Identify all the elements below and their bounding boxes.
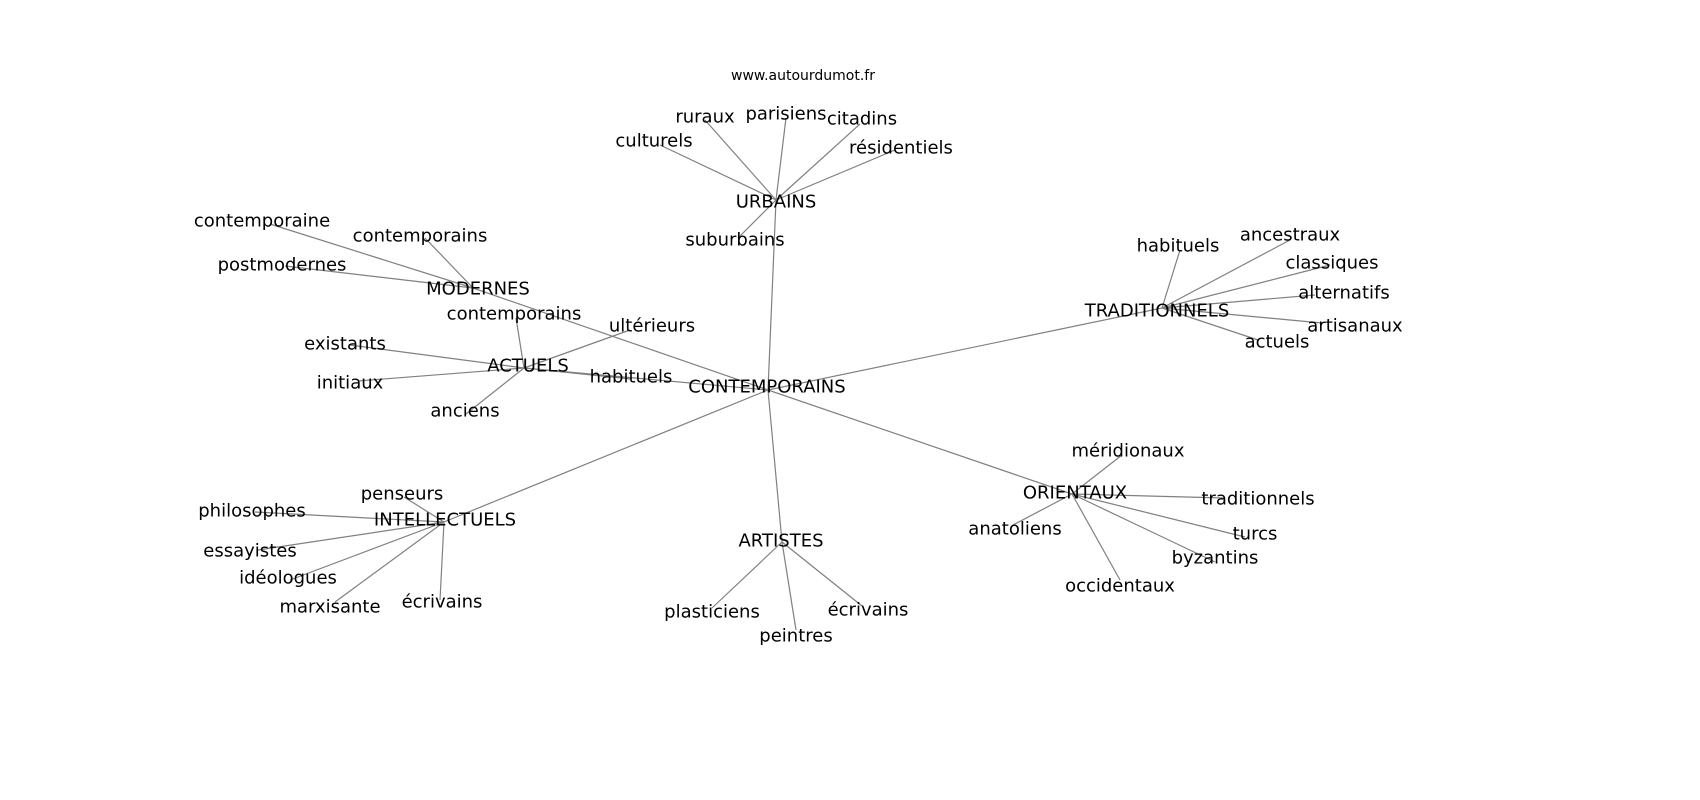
node-essayistes[interactable]: essayistes (203, 540, 297, 562)
node-ancestraux[interactable]: ancestraux (1239, 224, 1341, 246)
node-meridionaux[interactable]: méridionaux (1071, 440, 1185, 462)
node-traditionnels_o[interactable]: traditionnels (1201, 488, 1315, 510)
edge-traditionnels_c-habituels_t (1161, 249, 1181, 309)
edge-artistes-plasticiens (711, 541, 783, 609)
edge-orientaux-byzantins (1071, 493, 1216, 563)
edge-urbains-residentiels (775, 149, 896, 201)
edge-orientaux-turcs (1071, 493, 1246, 538)
edge-actuels_c-habituels_a (523, 367, 632, 380)
edge-traditionnels_c-classiques (1161, 264, 1331, 309)
edge-artistes-ecrivains_a (781, 541, 863, 607)
edge-urbains-suburbains (737, 199, 777, 239)
edge-actuels_c-existants (349, 344, 525, 369)
edge-modernes-postmodernes (284, 265, 474, 289)
node-penseurs[interactable]: penseurs (360, 483, 444, 505)
node-contemporains_c[interactable]: CONTEMPORAINS (688, 376, 846, 398)
edge-artistes-peintres (781, 541, 797, 631)
node-contemporains_a[interactable]: contemporains (446, 303, 582, 325)
node-suburbains[interactable]: suburbains (685, 229, 785, 251)
edge-contemporains_c-urbains (767, 199, 777, 391)
node-orientaux[interactable]: ORIENTAUX (1022, 482, 1128, 504)
edge-orientaux-anatoliens (1012, 493, 1073, 526)
edge-urbains-culturels (659, 144, 777, 201)
edge-intellectuels-ideologues (289, 521, 445, 581)
node-intellectuels[interactable]: INTELLECTUELS (373, 509, 517, 531)
edge-traditionnels_c-artisanaux (1161, 307, 1323, 324)
edge-contemporains_c-artistes (767, 389, 783, 543)
edge-modernes-contemporaine (269, 223, 474, 289)
node-parisiens[interactable]: parisiens (745, 103, 827, 125)
edge-actuels_c-anciens (465, 367, 525, 415)
edge-contemporains_c-modernes (472, 287, 769, 391)
node-ruraux[interactable]: ruraux (675, 106, 735, 128)
node-ecrivains_i[interactable]: écrivains (401, 591, 483, 613)
node-habituels_a[interactable]: habituels (589, 366, 673, 388)
node-artisanaux[interactable]: artisanaux (1307, 315, 1403, 337)
node-contemporains_m[interactable]: contemporains (352, 225, 488, 247)
node-byzantins[interactable]: byzantins (1171, 547, 1259, 569)
node-classiques[interactable]: classiques (1285, 252, 1379, 274)
node-philosophes[interactable]: philosophes (198, 500, 306, 522)
node-artistes[interactable]: ARTISTES (738, 530, 824, 552)
node-peintres[interactable]: peintres (759, 625, 833, 647)
node-actuels_c[interactable]: ACTUELS (487, 355, 569, 377)
edge-intellectuels-ecrivains_i (439, 521, 445, 601)
edge-contemporains_c-orientaux (767, 389, 1073, 495)
edge-contemporains_c-intellectuels (443, 389, 769, 523)
node-modernes[interactable]: MODERNES (426, 278, 530, 300)
node-postmodernes[interactable]: postmodernes (217, 254, 347, 276)
edge-intellectuels-penseurs (403, 496, 445, 523)
node-ecrivains_a[interactable]: écrivains (827, 599, 909, 621)
edge-orientaux-occidentaux (1071, 493, 1121, 581)
node-anciens[interactable]: anciens (430, 400, 500, 422)
node-ideologues[interactable]: idéologues (239, 567, 337, 589)
edge-orientaux-meridionaux (1071, 454, 1123, 495)
node-contemporaine[interactable]: contemporaine (193, 210, 331, 232)
node-alternatifs[interactable]: alternatifs (1298, 282, 1390, 304)
node-actuels_t[interactable]: actuels (1244, 331, 1310, 353)
node-urbains[interactable]: URBAINS (735, 191, 817, 213)
edge-traditionnels_c-alternatifs (1161, 294, 1316, 309)
node-residentiels[interactable]: résidentiels (849, 137, 953, 159)
edge-traditionnels_c-ancestraux (1161, 239, 1291, 309)
node-marxisante[interactable]: marxisante (279, 596, 381, 618)
edge-contemporains_c-traditionnels_c (767, 307, 1163, 391)
edge-traditionnels_c-actuels_t (1161, 307, 1259, 341)
node-citadins[interactable]: citadins (826, 108, 898, 130)
edge-urbains-citadins (775, 123, 861, 201)
node-initiaux[interactable]: initiaux (316, 372, 384, 394)
node-existants[interactable]: existants (304, 333, 386, 355)
node-turcs[interactable]: turcs (1232, 523, 1278, 545)
node-ulterieurs[interactable]: ultérieurs (608, 315, 696, 337)
edge-actuels_c-contemporains_a (515, 317, 525, 369)
edge-actuels_c-initiaux (357, 367, 525, 382)
node-traditionnels_c[interactable]: TRADITIONNELS (1084, 300, 1230, 322)
edge-intellectuels-essayistes (257, 521, 445, 551)
node-occidentaux[interactable]: occidentaux (1065, 575, 1175, 597)
edge-orientaux-traditionnels_o (1071, 493, 1226, 499)
node-culturels[interactable]: culturels (615, 130, 693, 152)
node-anatoliens[interactable]: anatoliens (968, 518, 1062, 540)
edge-intellectuels-marxisante (334, 521, 445, 603)
edge-intellectuels-philosophes (254, 511, 445, 523)
node-habituels_t[interactable]: habituels (1136, 235, 1220, 257)
node-plasticiens[interactable]: plasticiens (664, 601, 760, 623)
site-title: www.autourdumot.fr (731, 68, 875, 84)
edge-urbains-parisiens (775, 117, 787, 201)
edge-modernes-contemporains_m (424, 237, 474, 289)
edge-actuels_c-ulterieurs (523, 329, 631, 369)
edge-urbains-ruraux (704, 119, 777, 201)
